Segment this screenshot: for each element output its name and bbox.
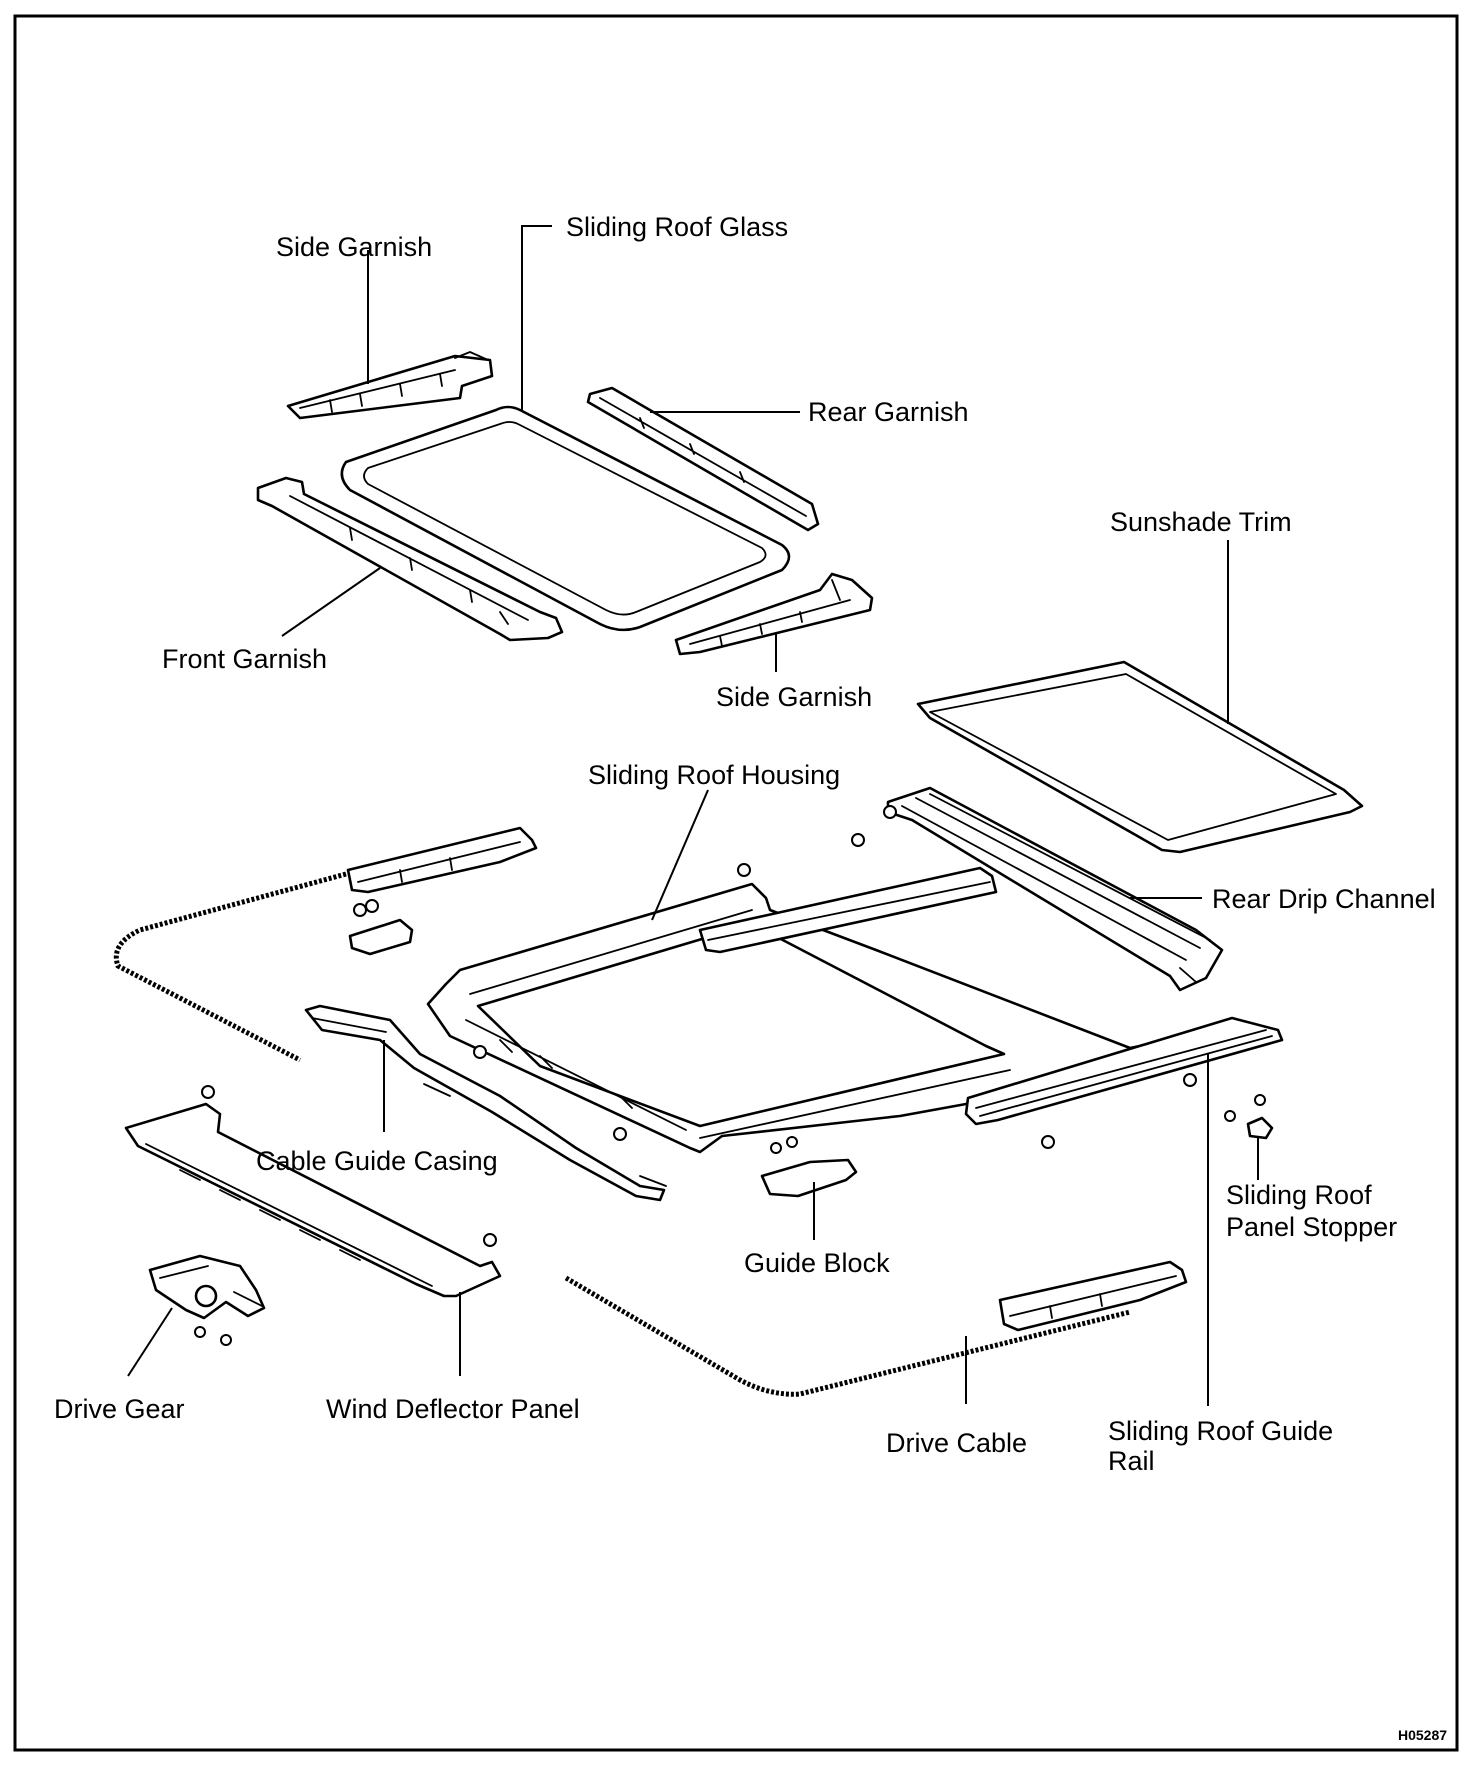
figure-code: H05287 bbox=[1398, 1727, 1447, 1743]
cable-guide-casing-part bbox=[304, 1004, 667, 1202]
sliding-roof-housing-part bbox=[426, 866, 1152, 1154]
label-rear-garnish: Rear Garnish bbox=[808, 397, 969, 427]
sunshade-trim-part bbox=[916, 660, 1364, 854]
left-guide-block-part bbox=[348, 899, 414, 956]
left-slider-assembly-part bbox=[346, 826, 538, 894]
right-slider-assembly-part bbox=[998, 1260, 1188, 1332]
sliding-roof-panel-stopper-part bbox=[1224, 1094, 1274, 1140]
side-garnish-bottom-part bbox=[674, 572, 874, 656]
guide-block-part bbox=[760, 1136, 858, 1198]
sliding-roof-guide-rail-part bbox=[964, 1016, 1284, 1126]
label-sliding-roof-glass: Sliding Roof Glass bbox=[566, 212, 788, 242]
label-guide-block: Guide Block bbox=[744, 1248, 890, 1278]
label-sliding-roof-guide-rail-line2: Rail bbox=[1108, 1446, 1155, 1476]
label-sliding-roof-panel-stopper-line1: Sliding Roof bbox=[1226, 1180, 1372, 1210]
label-cable-guide-casing: Cable Guide Casing bbox=[256, 1146, 498, 1176]
drive-cable-bottom bbox=[564, 1275, 1131, 1397]
side-garnish-top-part bbox=[286, 351, 494, 420]
leader-lines bbox=[127, 225, 1259, 1406]
label-sliding-roof-guide-rail-line1: Sliding Roof Guide bbox=[1108, 1416, 1333, 1446]
front-garnish-part bbox=[256, 476, 564, 642]
label-sliding-roof-housing: Sliding Roof Housing bbox=[588, 760, 840, 790]
label-drive-gear: Drive Gear bbox=[54, 1394, 185, 1424]
label-rear-drip-channel: Rear Drip Channel bbox=[1212, 884, 1436, 914]
label-side-garnish-bottom: Side Garnish bbox=[716, 682, 872, 712]
drive-gear-part bbox=[148, 1254, 266, 1346]
rear-garnish-part bbox=[586, 386, 820, 532]
label-sliding-roof-panel-stopper-line2: Panel Stopper bbox=[1226, 1212, 1397, 1242]
drive-cable-left bbox=[113, 871, 347, 1063]
label-wind-deflector-panel: Wind Deflector Panel bbox=[326, 1394, 580, 1424]
diagram-frame bbox=[13, 14, 1459, 1752]
fasteners bbox=[201, 805, 1197, 1247]
wind-deflector-panel-part bbox=[124, 1102, 502, 1298]
label-side-garnish-top: Side Garnish bbox=[276, 232, 432, 262]
label-front-garnish: Front Garnish bbox=[162, 644, 327, 674]
label-drive-cable: Drive Cable bbox=[886, 1428, 1027, 1458]
sliding-roof-glass-part bbox=[340, 405, 791, 632]
label-sunshade-trim: Sunshade Trim bbox=[1110, 507, 1292, 537]
rear-drip-channel-part bbox=[886, 786, 1224, 992]
